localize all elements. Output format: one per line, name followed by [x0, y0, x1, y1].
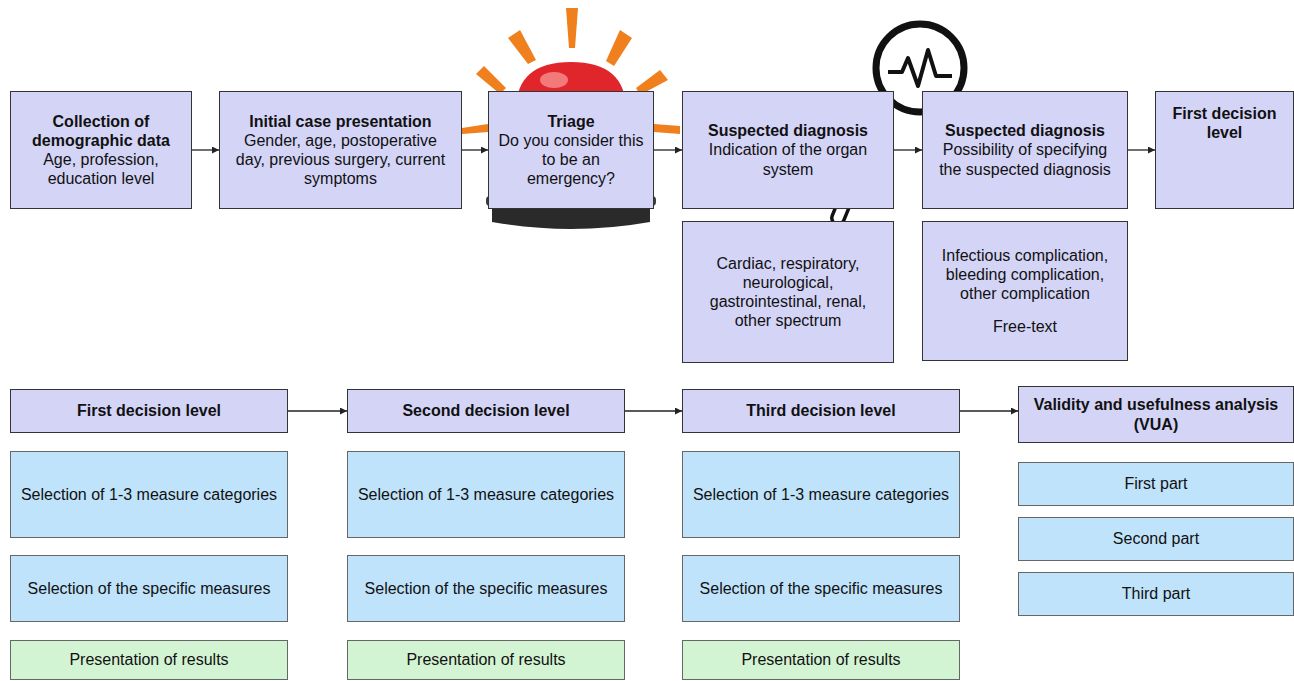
box-heading: First decision level: [77, 401, 221, 420]
step-box: Selection of the specific measures: [682, 555, 960, 622]
decision-box: First decision level: [1155, 91, 1294, 209]
box-body: Age, profession, education level: [19, 150, 183, 188]
box-heading: Selection of 1-3 measure categories: [358, 485, 614, 504]
step-box: Second part: [1018, 517, 1294, 561]
level-header-box: Validity and usefulness analysis (VUA): [1018, 386, 1294, 443]
results-box: Presentation of results: [10, 640, 288, 680]
box-heading: Presentation of results: [69, 650, 228, 669]
step-box: Selection of the specific measures: [10, 555, 288, 622]
box-heading: Triage: [547, 112, 594, 131]
flow-arrow: [625, 410, 682, 411]
step-box: Selection of 1-3 measure categories: [682, 451, 960, 538]
step-box: Selection of 1-3 measure categories: [10, 451, 288, 538]
box-heading: First part: [1124, 474, 1187, 493]
step-box: Selection of 1-3 measure categories: [347, 451, 625, 538]
organ-system-box: Suspected diagnosisIndication of the org…: [682, 91, 894, 209]
flow-arrow: [288, 410, 347, 411]
step-box: Selection of the specific measures: [347, 555, 625, 622]
box-heading: Selection of the specific measures: [365, 579, 608, 598]
step-box: First part: [1018, 462, 1294, 506]
box-heading: Selection of 1-3 measure categories: [693, 485, 949, 504]
siren-icon: [462, 8, 680, 229]
box-heading: Infectious complication, bleeding compli…: [931, 246, 1119, 304]
box-heading: Selection of 1-3 measure categories: [21, 485, 277, 504]
box-heading: Presentation of results: [406, 650, 565, 669]
box-body: Possibility of specifying the suspected …: [931, 140, 1119, 178]
box-heading: Second part: [1113, 529, 1199, 548]
flow-arrow: [894, 149, 922, 150]
box-body: Indication of the organ system: [691, 140, 885, 178]
box-body: Do you consider this to be an emergency?: [497, 131, 645, 189]
level-header-box: Second decision level: [347, 389, 625, 433]
complication-options-box: Infectious complication, bleeding compli…: [922, 221, 1128, 361]
box-heading: Second decision level: [402, 401, 569, 420]
box-heading: Suspected diagnosis: [708, 121, 868, 140]
diagnosis-box: Suspected diagnosisPossibility of specif…: [922, 91, 1128, 209]
demographics-box: Collection of demographic dataAge, profe…: [10, 91, 192, 209]
box-heading: Third part: [1122, 584, 1190, 603]
box-heading: Validity and usefulness analysis (VUA): [1027, 395, 1285, 433]
flow-arrow: [654, 149, 682, 150]
level-header-box: First decision level: [10, 389, 288, 433]
triage-box: TriageDo you consider this to be an emer…: [488, 91, 654, 209]
case-presentation-box: Initial case presentationGender, age, po…: [219, 91, 462, 209]
box-heading: Suspected diagnosis: [945, 121, 1105, 140]
box-heading: First decision level: [1164, 104, 1285, 142]
flow-arrow: [462, 149, 488, 150]
results-box: Presentation of results: [347, 640, 625, 680]
organ-options-box: Cardiac, respiratory, neurological, gast…: [682, 221, 894, 363]
box-body: Free-text: [993, 317, 1057, 336]
box-heading: Selection of the specific measures: [700, 579, 943, 598]
box-heading: Presentation of results: [741, 650, 900, 669]
flow-arrow: [960, 410, 1018, 411]
box-heading: Collection of demographic data: [19, 112, 183, 150]
level-header-box: Third decision level: [682, 389, 960, 433]
box-body: Gender, age, postoperative day, previous…: [228, 131, 453, 189]
results-box: Presentation of results: [682, 640, 960, 680]
flow-arrow: [1128, 149, 1155, 150]
step-box: Third part: [1018, 572, 1294, 616]
box-heading: Initial case presentation: [249, 112, 431, 131]
box-heading: Selection of the specific measures: [28, 579, 271, 598]
box-heading: Cardiac, respiratory, neurological, gast…: [691, 254, 885, 331]
flow-arrow: [192, 149, 219, 150]
box-heading: Third decision level: [746, 401, 895, 420]
